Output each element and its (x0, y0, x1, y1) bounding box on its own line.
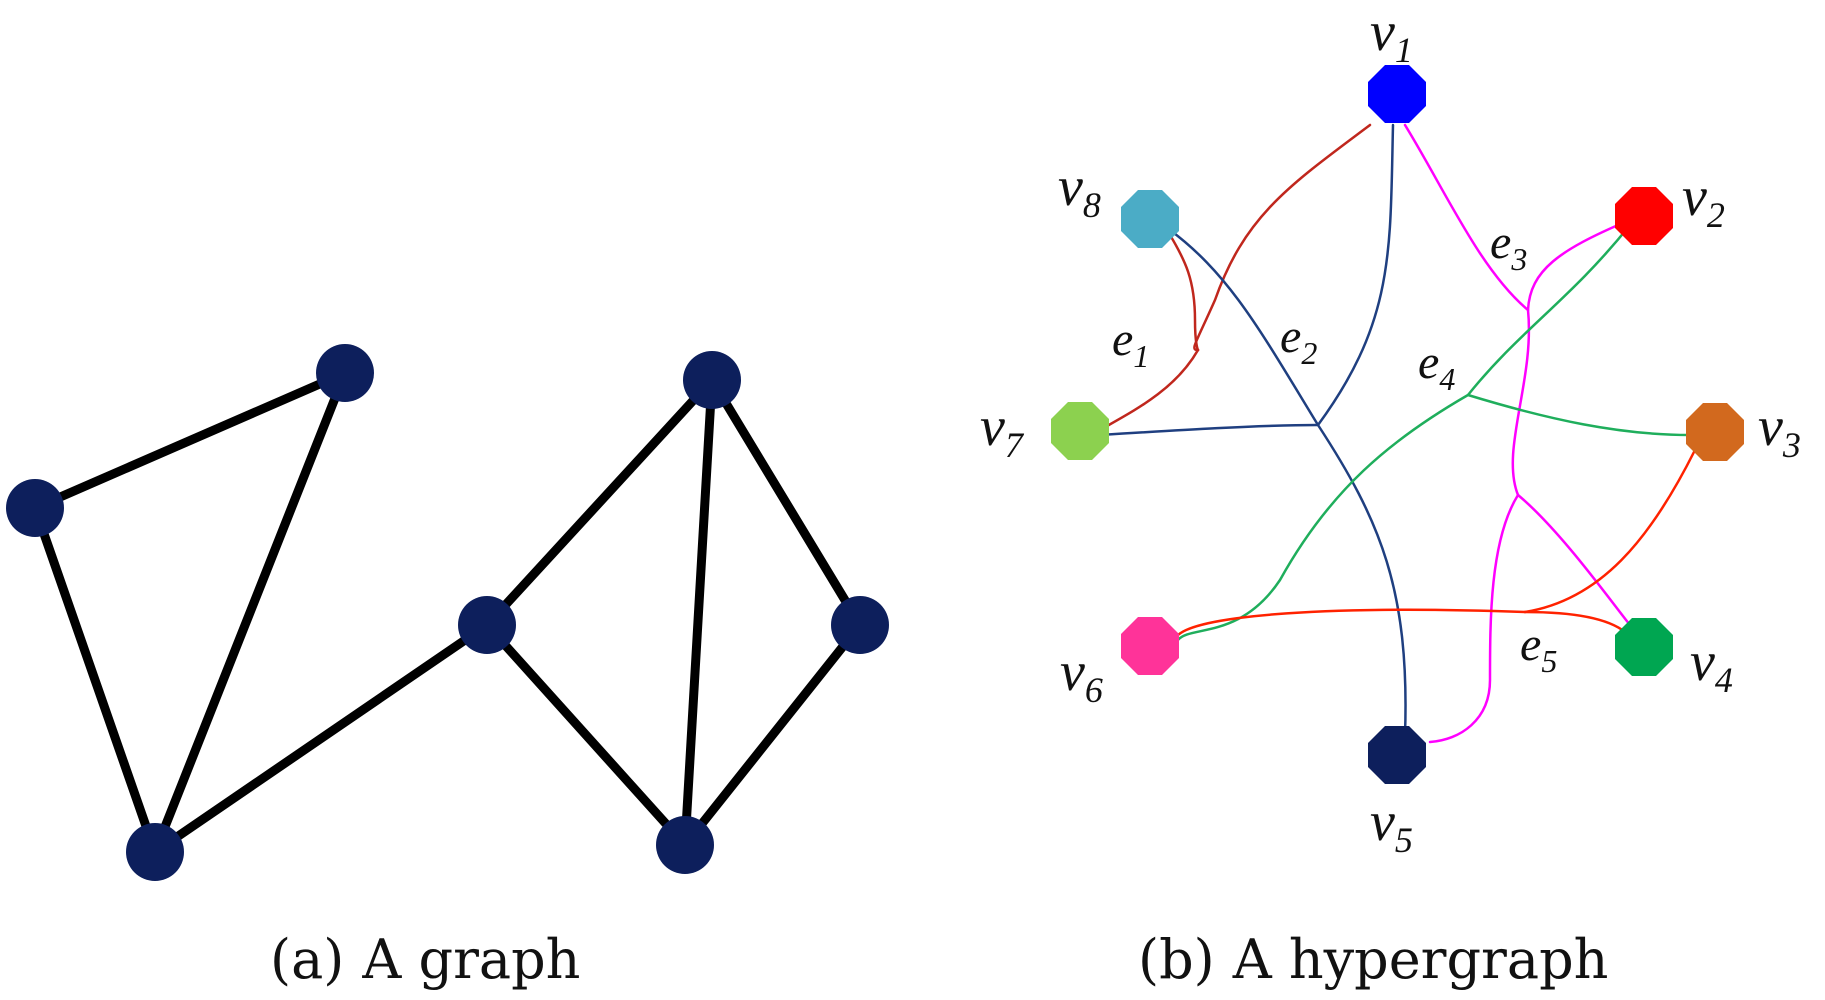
graph-edge (482, 375, 717, 630)
graph-node (126, 823, 184, 881)
graph-edges (30, 368, 865, 857)
hyperedge-e3-curve (1511, 308, 1531, 497)
hyperedge-e3-curve (1428, 493, 1520, 744)
hyperedge-e2-curve (1098, 423, 1320, 437)
graph-edge (680, 620, 865, 850)
hyperedge-e2-curve (1316, 123, 1395, 427)
vertex-v1-node (1368, 65, 1426, 123)
graph-edge (482, 620, 690, 850)
hyperedge-e1-curve (1168, 233, 1200, 352)
hyperedge-e5-label: e5 (1520, 618, 1557, 679)
hyperedge-e5-curve (1523, 448, 1697, 614)
graph-node (458, 596, 516, 654)
vertex-v4-label: v4 (1690, 631, 1733, 700)
hyperedge-e2-curve (1316, 423, 1407, 737)
graph-node (656, 816, 714, 874)
hyperedge-e1-curve (1193, 123, 1372, 352)
graph-node (6, 479, 64, 537)
graph-edge (707, 375, 865, 630)
vertex-v5-label: v5 (1370, 791, 1413, 860)
vertex-v4-node (1615, 618, 1673, 676)
graph-node (831, 596, 889, 654)
hyperedge-e4-curve (1466, 223, 1632, 397)
hyperedge-e5-curve (1176, 608, 1527, 637)
panel-a-graph: (a) A graph (6, 344, 889, 991)
hyperedge-e3-curve (1516, 493, 1632, 627)
hyperedge-e4-curve (1466, 393, 1692, 437)
graph-edge (150, 368, 350, 857)
graph-edge (680, 375, 717, 850)
hyperedge-e1-curve (1098, 348, 1200, 432)
hyperedge-e3-curve (1526, 220, 1627, 312)
vertex-v3-node (1686, 403, 1744, 461)
vertex-v6-node (1121, 617, 1179, 675)
graph-node (683, 351, 741, 409)
vertex-v6-label: v6 (1060, 641, 1103, 710)
hyperedge-e4-curve (1176, 393, 1470, 642)
panel-b-caption-tag: (b) (1138, 928, 1215, 991)
vertex-v2-node (1615, 187, 1673, 245)
panel-b-caption: (b) A hypergraph (1138, 928, 1608, 991)
vertex-v7-label: v7 (980, 396, 1025, 465)
hyperedge-labels: e1 e2 e3 e4 e5 (1112, 216, 1557, 679)
panel-a-caption-tag: (a) (270, 928, 344, 991)
hyperedge-e5-curve (1523, 610, 1627, 634)
hyperedge-curves (1098, 123, 1697, 744)
vertex-v8-node (1121, 190, 1179, 248)
panel-b-caption-text: A hypergraph (1232, 928, 1609, 991)
vertex-v3-label: v3 (1758, 396, 1801, 465)
vertex-v5-node (1368, 726, 1426, 784)
vertex-v1-label: v1 (1370, 1, 1413, 70)
panel-a-caption: (a) A graph (270, 928, 580, 991)
graph-nodes (6, 344, 889, 881)
hyperedge-e3-label: e3 (1490, 216, 1527, 277)
hyperedge-e2-label: e2 (1280, 310, 1317, 371)
panel-b-hypergraph: v1 v2 v3 v4 v5 v6 v7 v8 e1 e2 e3 e4 e5 (… (980, 1, 1801, 991)
vertex-labels: v1 v2 v3 v4 v5 v6 v7 v8 (980, 1, 1801, 860)
panel-a-caption-text: A graph (361, 928, 580, 991)
hyperedge-e4-label: e4 (1418, 336, 1455, 397)
graph-edge (30, 368, 350, 513)
vertex-v7-node (1051, 402, 1109, 460)
vertex-v2-label: v2 (1682, 166, 1725, 235)
vertex-v8-label: v8 (1058, 156, 1101, 225)
graph-node (316, 344, 374, 402)
graph-edge (150, 620, 492, 857)
hyperedge-e1-label: e1 (1112, 313, 1149, 374)
graph-edge (30, 503, 160, 857)
hyperedge-e2-curve (1168, 228, 1320, 427)
hypergraph-vertices (1051, 65, 1744, 784)
hyperedge-e3-curve (1403, 123, 1530, 312)
